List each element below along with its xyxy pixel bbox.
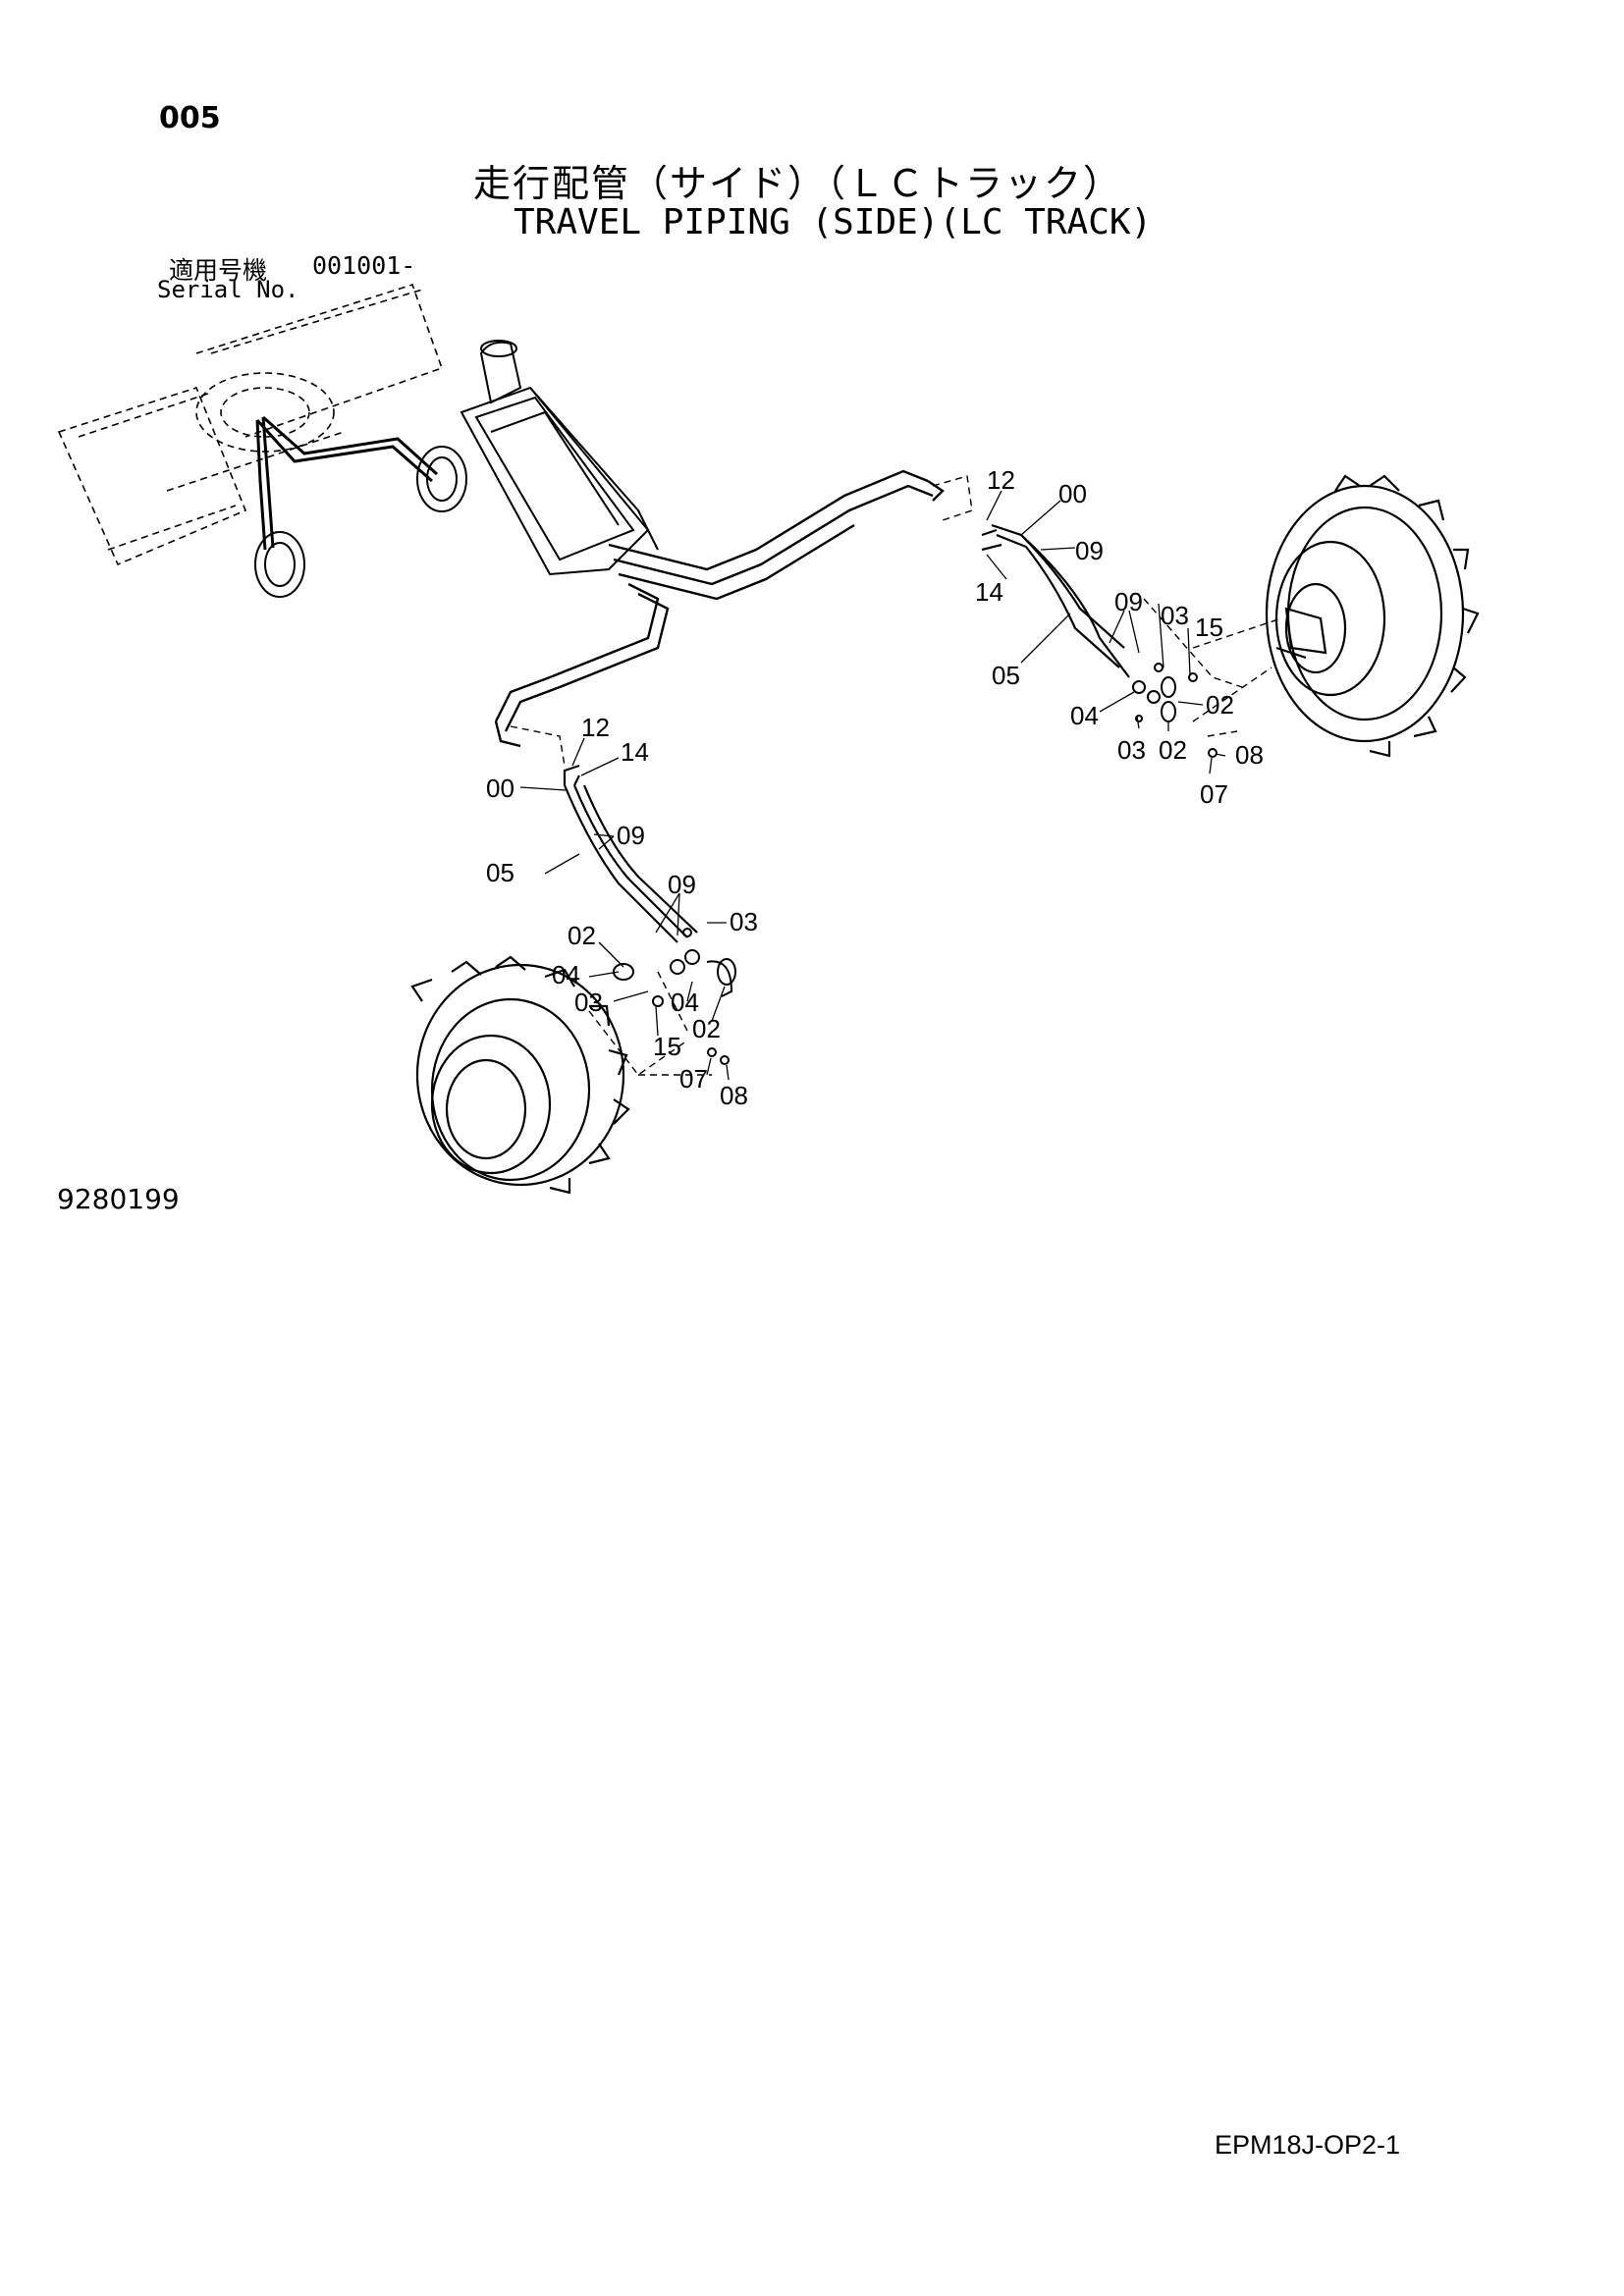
callout-15: 15 [653, 1032, 681, 1061]
overview-sprocket-right [416, 446, 467, 512]
callout-leaders-upper-right [986, 490, 1226, 774]
callout-09: 09 [617, 821, 645, 850]
callout-14: 14 [975, 577, 1003, 607]
callout-05: 05 [486, 858, 514, 887]
callouts-lower-left: 12 14 00 09 05 09 03 02 04 03 04 02 15 0… [486, 713, 758, 1110]
page-number: 005 [159, 101, 221, 135]
callout-02: 02 [692, 1014, 721, 1043]
hose-assembly-upper-right [981, 523, 1130, 678]
callout-03: 03 [730, 907, 758, 936]
callout-08: 08 [1235, 740, 1264, 770]
callout-03: 03 [1117, 735, 1146, 765]
callout-leaders-lower-left [519, 737, 730, 1081]
callout-04: 04 [552, 960, 580, 989]
callouts-upper-right: 12 00 09 14 09 03 15 05 04 02 03 02 08 0… [975, 465, 1264, 809]
page-title-japanese: 走行配管（サイド）（ＬＣトラック） [473, 162, 1123, 205]
serial-number-value: 001001- [312, 251, 416, 280]
callout-04: 04 [671, 988, 699, 1017]
fittings-upper-right [1132, 663, 1218, 758]
callout-02: 02 [1206, 690, 1234, 720]
swivel-center-frame [460, 340, 659, 576]
callout-12: 12 [987, 465, 1015, 495]
travel-motor-lower-left [410, 955, 630, 1195]
callout-07: 07 [1200, 779, 1228, 809]
overview-inset [57, 284, 444, 566]
document-code: EPM18J-OP2-1 [1215, 2130, 1401, 2160]
callout-03: 03 [574, 988, 603, 1017]
overview-hoses [255, 415, 439, 551]
fittings-lower-left [613, 928, 736, 1065]
callout-08: 08 [720, 1081, 748, 1110]
serial-label-english: Serial No. [157, 276, 299, 303]
serial-label-japanese: 適用号機 [169, 256, 268, 285]
callout-00: 00 [1058, 479, 1087, 508]
callout-02: 02 [1159, 735, 1187, 765]
callout-05: 05 [992, 661, 1020, 690]
callout-09: 09 [1114, 587, 1143, 616]
callout-03: 03 [1161, 601, 1189, 630]
callout-02: 02 [568, 921, 596, 950]
leader-lines-lower-left [510, 725, 712, 1076]
leader-lines-upper-right [932, 475, 1282, 737]
callout-15: 15 [1195, 613, 1223, 642]
callout-00: 00 [486, 774, 514, 803]
callout-07: 07 [679, 1064, 708, 1094]
travel-piping-diagram: 12 00 09 14 09 03 15 05 04 02 03 02 08 0… [57, 284, 1480, 1195]
callout-04: 04 [1070, 701, 1099, 730]
drawing-number: 9280199 [57, 1183, 180, 1215]
callout-09: 09 [1075, 536, 1104, 565]
hose-assembly-lower-left [563, 764, 698, 943]
pipe-run-lower [494, 582, 670, 748]
callout-14: 14 [621, 737, 649, 767]
overview-sprocket-left [254, 531, 305, 598]
callout-12: 12 [581, 713, 610, 742]
travel-motor-upper-right [1265, 474, 1480, 758]
pipe-run-upper [608, 469, 945, 601]
page-title-english: TRAVEL PIPING (SIDE)(LC TRACK) [514, 202, 1153, 242]
callout-09: 09 [668, 870, 696, 899]
